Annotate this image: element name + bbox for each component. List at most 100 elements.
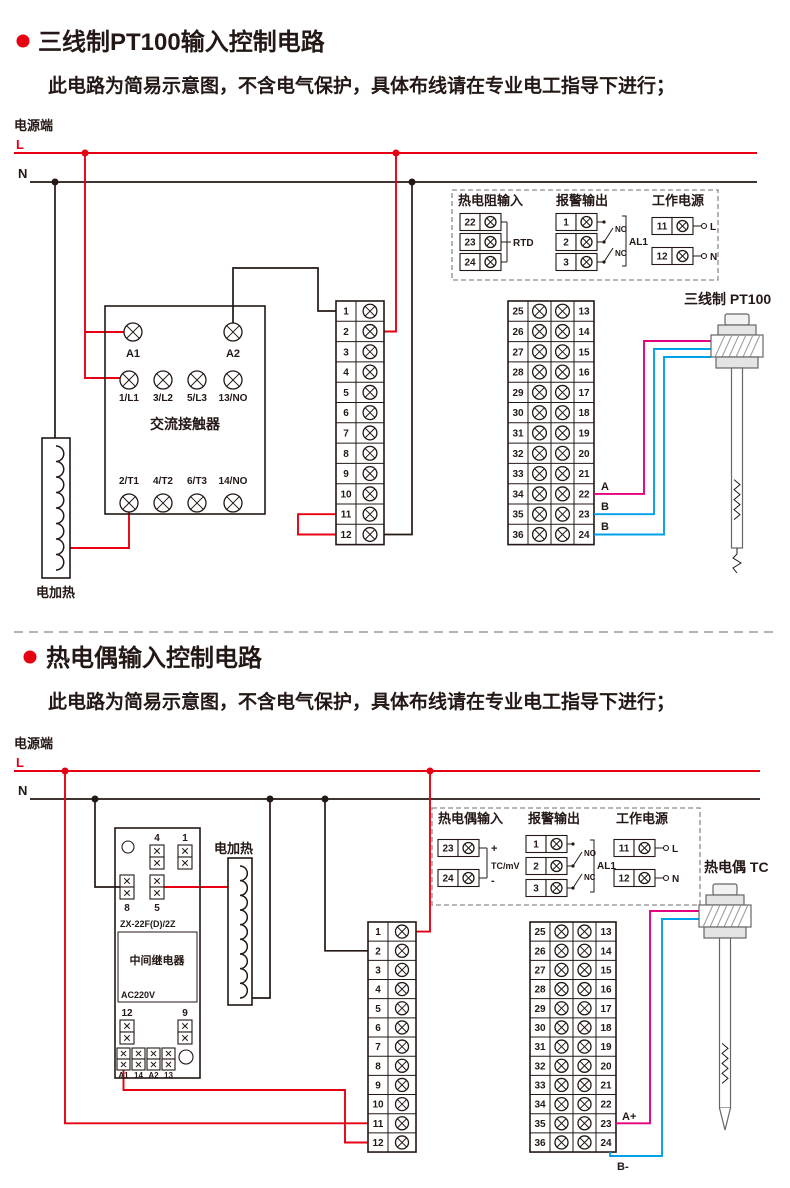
heater-label: 电加热 xyxy=(36,585,75,600)
screw-terminal-icon xyxy=(550,881,563,895)
terminal-number: 1 xyxy=(375,927,381,938)
sensor-wire-a xyxy=(616,910,699,1125)
line-n-label: N xyxy=(18,783,27,798)
screw-terminal-icon xyxy=(554,1135,569,1150)
alarm-bracket xyxy=(622,215,627,267)
wire-l-to-terminal11 xyxy=(64,771,368,1125)
screw-terminal-icon xyxy=(554,1039,569,1054)
terminal-number: 7 xyxy=(375,1042,381,1053)
section1-pt100-circuit: 三线制PT100输入控制电路 此电路为简易示意图，不含电气保护，具体布线请在专业… xyxy=(14,28,771,600)
screw-terminal-icon xyxy=(165,1061,172,1068)
contactor-name: 交流接触器 xyxy=(150,416,221,432)
screw-terminal-icon xyxy=(554,924,569,939)
screw-terminal-icon xyxy=(577,981,592,997)
screw-terminal-icon xyxy=(153,877,161,885)
screw-terminal-icon xyxy=(153,847,161,855)
terminal-number: 23 xyxy=(578,510,590,521)
screw-terminal-icon xyxy=(362,344,378,360)
tc-plus-label: + xyxy=(491,843,497,855)
relay-term-label: A1 xyxy=(118,1071,129,1080)
power-n-label: N xyxy=(672,874,679,885)
line-l-label: L xyxy=(16,137,24,152)
terminal-number: 25 xyxy=(512,307,524,318)
junction-dot xyxy=(61,767,69,775)
wire-l-to-terminal2 xyxy=(384,153,397,333)
terminal-number: 17 xyxy=(600,1004,612,1015)
screw-terminal-icon xyxy=(638,871,651,885)
screw-terminal-icon xyxy=(554,506,571,522)
terminal-number: 8 xyxy=(343,449,349,460)
relay-term-label: 5 xyxy=(154,903,160,914)
relay-term-label: 8 xyxy=(124,903,130,914)
relay-indicator-icon xyxy=(121,840,135,854)
section2-title: 热电偶输入控制电路 xyxy=(46,644,263,672)
alarm-terminals: 123 xyxy=(555,212,598,272)
power-node-icon xyxy=(700,222,708,230)
terminal-number: 5 xyxy=(375,1004,381,1015)
no-label: NO xyxy=(615,225,627,234)
wire-l-to-terminal1 xyxy=(416,771,431,933)
screw-terminal-icon xyxy=(531,425,548,441)
terminal-number: 3 xyxy=(563,258,569,269)
screw-terminal-icon xyxy=(123,877,131,885)
terminal-number: 29 xyxy=(534,1004,546,1015)
no-contact-icon xyxy=(572,851,583,867)
tc-input-title: 热电偶输入 xyxy=(438,811,503,826)
screw-terminal-icon xyxy=(123,1034,131,1042)
relay-term-label: A2 xyxy=(148,1071,159,1080)
wire-t1-to-heater xyxy=(70,512,130,549)
terminal-number: 34 xyxy=(534,1100,546,1111)
terminal-number: 19 xyxy=(578,428,590,439)
screw-terminal-icon xyxy=(150,1050,157,1057)
relay-model: ZX-22F(D)/2Z xyxy=(120,919,176,929)
wire-n-to-terminal2 xyxy=(324,799,368,952)
screw-terminal-icon xyxy=(120,1050,127,1057)
terminal-number: 13 xyxy=(578,307,590,318)
heater-box xyxy=(41,437,71,579)
screw-terminal-icon xyxy=(577,1077,592,1093)
screw-terminal-icon xyxy=(577,924,592,939)
screw-terminal-icon xyxy=(362,526,378,543)
screw-terminal-icon xyxy=(223,493,243,513)
screw-terminal-icon xyxy=(531,303,548,319)
contactor-screw-terminals xyxy=(119,322,243,513)
io-definition-box xyxy=(431,807,701,906)
line-l-label: L xyxy=(16,755,24,770)
contactor-term-label: 14/NO xyxy=(219,476,248,487)
terminal-number: 26 xyxy=(534,946,546,957)
terminal-number: 25 xyxy=(534,927,546,938)
alarm-stubs xyxy=(597,221,603,263)
screw-terminal-icon xyxy=(181,1022,189,1030)
screw-terminal-icon xyxy=(577,1020,592,1035)
relay-indicator-icon xyxy=(178,1049,194,1065)
terminal-number: 21 xyxy=(578,469,590,480)
screw-terminal-icon xyxy=(119,370,139,390)
terminal-number: 16 xyxy=(578,368,590,379)
alarm-output-title: 报警输出 xyxy=(556,193,608,208)
terminal-number: 15 xyxy=(600,965,612,976)
terminal-number: 12 xyxy=(372,1138,384,1149)
screw-terminal-icon xyxy=(554,465,571,482)
alarm-terminals: 123 xyxy=(525,834,568,898)
power-n-label: N xyxy=(710,252,717,263)
terminal-number: 29 xyxy=(512,388,524,399)
terminal-number: 6 xyxy=(375,1023,381,1034)
power-stubs xyxy=(655,847,663,879)
tc-minus-label: - xyxy=(491,875,495,887)
terminal-number: 36 xyxy=(512,530,524,541)
io-definition-box xyxy=(451,189,719,281)
terminal-number: 20 xyxy=(578,449,590,460)
relay-voltage: AC220V xyxy=(121,990,155,1000)
screw-terminal-icon xyxy=(554,1116,569,1131)
terminal-number: 3 xyxy=(533,884,539,895)
screw-terminal-icon xyxy=(362,384,378,400)
terminal-number: 35 xyxy=(512,510,524,521)
screw-terminal-icon xyxy=(123,322,143,342)
screw-terminal-icon xyxy=(554,943,569,958)
screw-terminal-icon xyxy=(531,506,548,522)
terminal-number: 11 xyxy=(619,844,630,855)
meter-terminal-strip-25-36-13-24: 2526272829303132333435361314151617181920… xyxy=(507,300,595,546)
relay-term-label: 1 xyxy=(182,833,188,844)
